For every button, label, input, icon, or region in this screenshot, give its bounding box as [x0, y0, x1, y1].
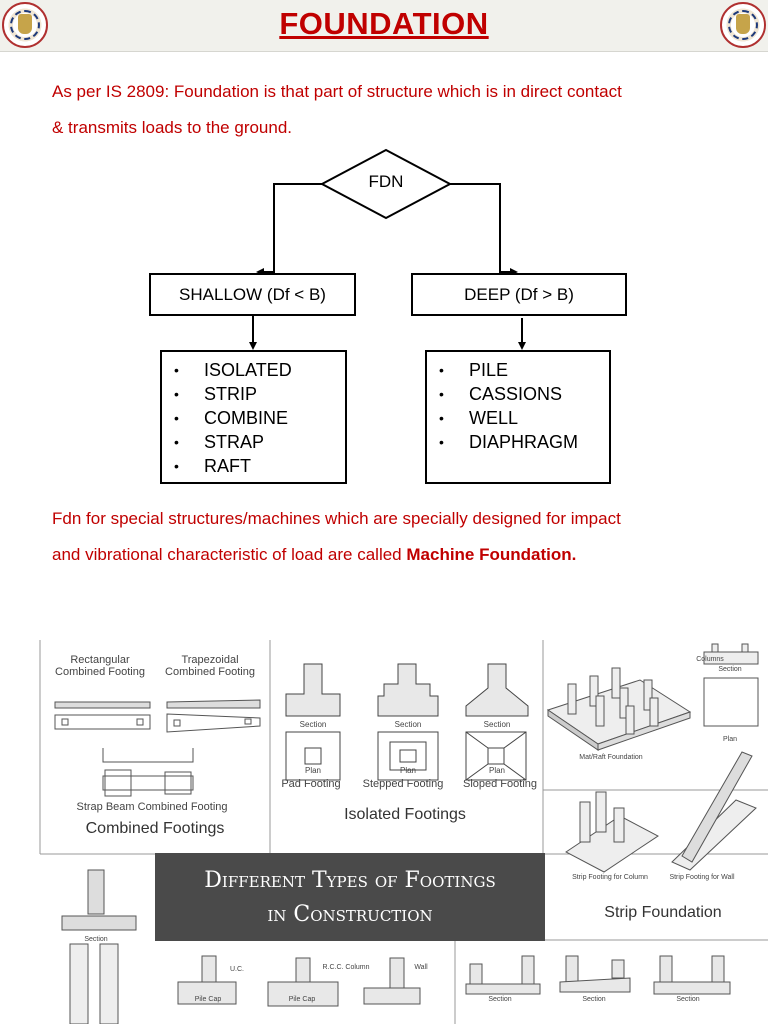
- deep-label: DEEP (Df > B): [464, 284, 574, 304]
- columns-label: Columns: [696, 656, 724, 663]
- deep-box: DEEP (Df > B): [411, 273, 627, 316]
- pile-cap-label-2: Pile Cap: [288, 996, 316, 1003]
- footing-types-collage: [39, 640, 768, 1024]
- machine-line-1: Fdn for special structures/machines whic…: [52, 509, 621, 528]
- banner-line-2: in Construction: [267, 902, 433, 927]
- strip-column-label: Strip Footing for Column: [572, 874, 648, 881]
- raft-foundation-label: Mat/Raft Foundation: [579, 754, 643, 761]
- sloped-footing-label: Sloped Footing: [463, 778, 537, 790]
- banner-line-1: Different Types of Footings: [204, 868, 496, 893]
- list-item: •COMBINE: [174, 408, 289, 428]
- list-item: •ISOLATED: [174, 360, 292, 380]
- raft-plan-label: Plan: [722, 736, 737, 743]
- raft-section-label: Section: [718, 666, 742, 673]
- trapezoidal-combined-label: Trapezoidal Combined Footing: [165, 654, 255, 678]
- fdn-label: FDN: [368, 172, 404, 191]
- sloped-plan-label: Plan: [488, 766, 505, 775]
- list-item: •WELL: [439, 408, 519, 428]
- pile-section-label: Section: [84, 936, 108, 943]
- emblem-logo-right: [720, 2, 766, 48]
- flowchart-connectors: [249, 148, 526, 350]
- footing-types-banner: Different Types of Footings in Construct…: [155, 853, 545, 941]
- shallow-types-list: •ISOLATED •STRIP •COMBINE •STRAP •RAFT: [160, 350, 347, 484]
- pad-footing-label: Pad Footing: [281, 778, 341, 790]
- list-item: •PILE: [439, 360, 509, 380]
- fdn-diamond: [319, 148, 453, 220]
- strap-section-label-1: Section: [488, 996, 512, 1003]
- list-item: •DIAPHRAGM: [439, 432, 579, 452]
- strap-section-label-2: Section: [582, 996, 606, 1003]
- rectangular-combined-label: Rectangular Combined Footing: [55, 654, 145, 678]
- stepped-section-label: Section: [394, 720, 422, 729]
- list-item: •STRIP: [174, 384, 258, 404]
- wall-label: Wall: [414, 964, 428, 971]
- shallow-label: SHALLOW (Df < B): [179, 284, 326, 304]
- definition-line-2: & transmits loads to the ground.: [52, 118, 293, 137]
- slide-header: FOUNDATION: [0, 0, 768, 52]
- sloped-section-label: Section: [483, 720, 511, 729]
- pad-section-label: Section: [299, 720, 327, 729]
- strip-wall-label: Strip Footing for Wall: [669, 874, 735, 881]
- list-item: •RAFT: [174, 456, 251, 476]
- stepped-plan-label: Plan: [399, 766, 416, 775]
- strap-section-label-3: Section: [676, 996, 700, 1003]
- list-item: •STRAP: [174, 432, 265, 452]
- emblem-logo-left: [2, 2, 48, 48]
- strip-foundation-caption: Strip Foundation: [604, 904, 722, 921]
- machine-line-2: and vibrational characteristic of load a…: [52, 545, 577, 564]
- rcc-column-label: R.C.C. Column: [322, 964, 370, 971]
- shallow-box: SHALLOW (Df < B): [149, 273, 356, 316]
- combined-footings-caption: Combined Footings: [85, 820, 225, 837]
- page-title: FOUNDATION: [279, 6, 489, 41]
- stepped-footing-label: Stepped Footing: [362, 778, 444, 790]
- machine-foundation-term: Machine Foundation.: [406, 545, 577, 564]
- pad-plan-label: Plan: [304, 766, 321, 775]
- pile-cap-label-1: Pile Cap: [194, 996, 222, 1003]
- deep-types-list: •PILE •CASSIONS •WELL •DIAPHRAGM: [425, 350, 611, 484]
- strap-beam-label: Strap Beam Combined Footing: [76, 801, 228, 813]
- list-item: •CASSIONS: [439, 384, 563, 404]
- uc-label: U.C.: [230, 966, 244, 973]
- isolated-footings-caption: Isolated Footings: [344, 806, 466, 823]
- definition-line-1: As per IS 2809: Foundation is that part …: [52, 82, 622, 101]
